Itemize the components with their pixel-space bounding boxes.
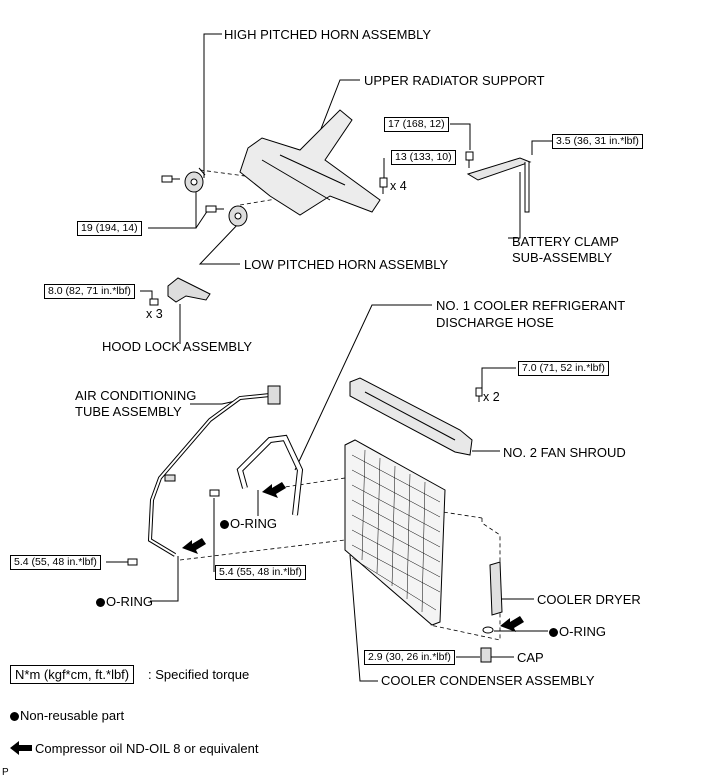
- oil-arrow-mid-icon: [262, 482, 286, 498]
- fan-shroud-part: [349, 377, 473, 456]
- label-high-horn: HIGH PITCHED HORN ASSEMBLY: [224, 27, 432, 42]
- oring-label-right: O-RING: [549, 624, 606, 639]
- leader-oring-left: [150, 556, 179, 602]
- label-condenser: COOLER CONDENSER ASSEMBLY: [381, 673, 595, 688]
- oring-right-part: [482, 626, 494, 634]
- label-cooler-dryer: COOLER DRYER: [537, 592, 641, 607]
- leader-battery-clamp: [508, 172, 521, 239]
- leader-t70: [481, 367, 516, 388]
- label-low-horn: LOW PITCHED HORN ASSEMBLY: [244, 257, 449, 272]
- torque-7-0: 7.0 (71, 52 in.*lbf): [518, 361, 609, 376]
- filled-dot-icon: [96, 598, 105, 607]
- torque-5-4-left: 5.4 (55, 48 in.*lbf): [10, 555, 101, 570]
- discharge-hose-part: [236, 434, 304, 516]
- hood-lock-part: [167, 277, 211, 303]
- dashed-dryer-box: [429, 518, 501, 641]
- low-horn-part: [228, 205, 248, 227]
- label-discharge-hose-2: DISCHARGE HOSE: [436, 315, 554, 330]
- torque-2-9: 2.9 (30, 26 in.*lbf): [364, 650, 455, 665]
- horn-bolt-low: [205, 205, 224, 213]
- cooler-condenser-part: [344, 439, 446, 626]
- oil-arrow-left-icon: [182, 538, 206, 554]
- fan-shroud-bolt: [475, 387, 483, 402]
- oring-label-mid: O-RING: [220, 516, 277, 531]
- torque-5-4-mid: 5.4 (55, 48 in.*lbf): [215, 565, 306, 580]
- torque-19: 19 (194, 14): [77, 221, 142, 236]
- qty-x4: x 4: [390, 179, 407, 193]
- filled-dot-icon: [220, 520, 229, 529]
- legend-compressor-oil: Compressor oil ND-OIL 8 or equivalent: [10, 741, 259, 756]
- qty-x2: x 2: [483, 390, 500, 404]
- leader-t17: [450, 123, 471, 150]
- cooler-dryer-part: [489, 561, 503, 616]
- corner-mark: P: [2, 767, 9, 778]
- leader-high-horn: [203, 33, 222, 178]
- torque-13: 13 (133, 10): [391, 150, 456, 165]
- battery-clamp-bolt: [465, 151, 474, 168]
- qty-x3: x 3: [146, 307, 163, 321]
- compressor-oil-arrow-icon: [10, 741, 32, 755]
- oil-arrow-right-icon: [500, 616, 524, 632]
- leader-t35: [531, 140, 552, 155]
- label-battery-clamp-2: SUB-ASSEMBLY: [512, 250, 613, 265]
- label-battery-clamp-1: BATTERY CLAMP: [512, 234, 619, 249]
- leader-t80: [140, 290, 153, 300]
- legend-unit-text: : Specified torque: [148, 667, 250, 682]
- battery-clamp-part: [466, 157, 532, 213]
- upper-radiator-support-part: [239, 109, 381, 216]
- label-fan-shroud: NO. 2 FAN SHROUD: [503, 445, 626, 460]
- hood-lock-bolt: [149, 298, 159, 306]
- torque-8-0: 8.0 (82, 71 in.*lbf): [44, 284, 135, 299]
- torque-17: 17 (168, 12): [384, 117, 449, 132]
- cap-part: [480, 647, 492, 663]
- tube-bolt: [127, 558, 138, 566]
- filled-dot-icon: [549, 628, 558, 637]
- hose-bolt: [209, 489, 220, 497]
- legend-non-reusable: Non-reusable part: [10, 708, 124, 723]
- label-ac-tube-2: TUBE ASSEMBLY: [75, 404, 182, 419]
- leader-condenser: [349, 554, 378, 682]
- label-cap: CAP: [517, 650, 544, 665]
- leader-low-horn: [198, 221, 241, 265]
- label-discharge-hose-1: NO. 1 COOLER REFRIGERANT: [436, 298, 626, 313]
- torque-3-5: 3.5 (36, 31 in.*lbf): [552, 134, 643, 149]
- support-bolt: [379, 177, 388, 194]
- label-hood-lock: HOOD LOCK ASSEMBLY: [102, 339, 253, 354]
- horn-bolt-high: [161, 175, 180, 183]
- oring-label-left: O-RING: [96, 594, 153, 609]
- ac-tube-part: [147, 385, 281, 557]
- leader-discharge-hose: [294, 304, 432, 471]
- high-horn-part: [184, 167, 206, 193]
- leader-t19: [148, 182, 209, 229]
- legend-unit-box: N*m (kgf*cm, ft.*lbf): [10, 665, 135, 684]
- filled-dot-icon: [10, 712, 19, 721]
- label-ac-tube-1: AIR CONDITIONING: [75, 388, 197, 403]
- label-upper-support: UPPER RADIATOR SUPPORT: [364, 73, 545, 88]
